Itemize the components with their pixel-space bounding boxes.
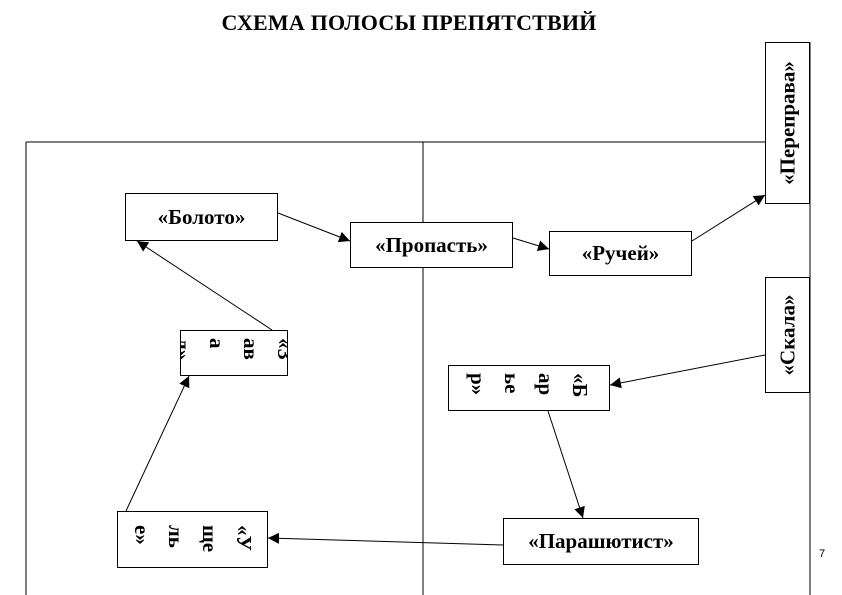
arrow-ruchey-to-pereprava [691,194,766,242]
station-parashutist: «Парашютист» [503,518,699,565]
arrow-uschelye-to-zaval [125,375,190,512]
station-pereprava: «Переправа» [765,42,810,204]
route-arrows [125,194,766,546]
station-propast-label: «Пропасть» [375,232,488,257]
arrow-skala-to-barier [609,354,766,389]
station-barier-label: «Барьер» [466,373,592,398]
arrow-barier-to-parashutist [547,410,585,519]
station-boloto: «Болото» [125,193,278,241]
field-frame [25,42,811,595]
station-propast: «Пропасть» [350,222,513,268]
station-uschelye: «Ущелье» [117,511,268,568]
page-number: 7 [819,548,826,560]
arrow-boloto-to-propast [277,212,351,243]
arrow-zaval-to-boloto [136,240,273,331]
station-skala: «Скала» [765,277,810,393]
diagram-title: СХЕМА ПОЛОСЫ ПРЕПЯТСТВИЙ [221,10,597,35]
station-ruchey: «Ручей» [549,231,692,276]
arrow-propast-to-ruchey [512,237,550,252]
station-parashutist-label: «Парашютист» [528,529,674,553]
arrow-parashutist-to-uschelye [267,532,504,546]
station-ruchey-label: «Ручей» [581,241,660,265]
station-zaval: «Завал» [180,330,288,376]
station-boloto-label: «Болото» [157,204,246,229]
station-pereprava-label: «Переправа» [775,61,799,185]
station-barier: «Барьер» [448,365,610,411]
station-zaval-label: «Завал» [180,338,288,361]
station-skala-label: «Скала» [775,294,799,376]
station-uschelye-label: «Ущелье» [129,524,256,552]
